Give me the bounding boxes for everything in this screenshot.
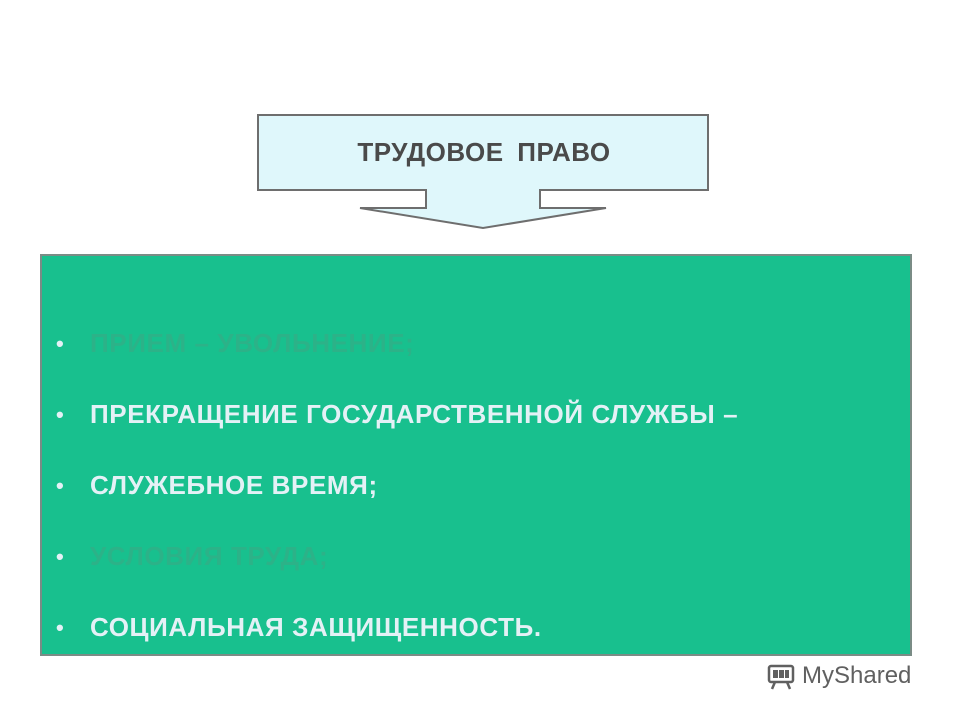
topic-item-service-time: • СЛУЖЕБНОЕ ВРЕМЯ;: [56, 450, 900, 521]
bullet-icon: •: [56, 543, 65, 569]
topic-label: УСЛОВИЯ ТРУДА;: [90, 541, 329, 571]
topics-box: • ПРИЕМ – УВОЛЬНЕНИЕ; • ПРЕКРАЩЕНИЕ ГОСУ…: [40, 254, 912, 656]
bullet-icon: •: [56, 330, 65, 356]
watermark-label: MyShared: [802, 662, 912, 689]
topic-label: СОЦИАЛЬНАЯ ЗАЩИЩЕННОСТЬ.: [90, 612, 542, 642]
topic-label: СЛУЖЕБНОЕ ВРЕМЯ;: [90, 470, 378, 500]
topic-item-working-conditions: • УСЛОВИЯ ТРУДА;: [56, 521, 900, 592]
topic-item-termination-service: • ПРЕКРАЩЕНИЕ ГОСУДАРСТВЕННОЙ СЛУЖБЫ –: [56, 379, 900, 450]
bullet-icon: •: [56, 472, 65, 498]
topic-label: ПРИЕМ – УВОЛЬНЕНИЕ;: [90, 328, 415, 358]
bullet-icon: •: [56, 401, 65, 427]
topic-item-hiring-dismissal: • ПРИЕМ – УВОЛЬНЕНИЕ;: [56, 308, 900, 379]
bullet-icon: •: [56, 614, 65, 640]
topic-item-social-security: • СОЦИАЛЬНАЯ ЗАЩИЩЕННОСТЬ.: [56, 592, 900, 663]
myshared-watermark[interactable]: MyShared: [766, 658, 911, 694]
header-title: ТРУДОВОЕ ПРАВО: [357, 137, 611, 167]
myshared-logo-icon: [767, 664, 795, 690]
topic-list: • ПРИЕМ – УВОЛЬНЕНИЕ; • ПРЕКРАЩЕНИЕ ГОСУ…: [56, 308, 900, 663]
topic-label: ПРЕКРАЩЕНИЕ ГОСУДАРСТВЕННОЙ СЛУЖБЫ –: [90, 399, 739, 429]
